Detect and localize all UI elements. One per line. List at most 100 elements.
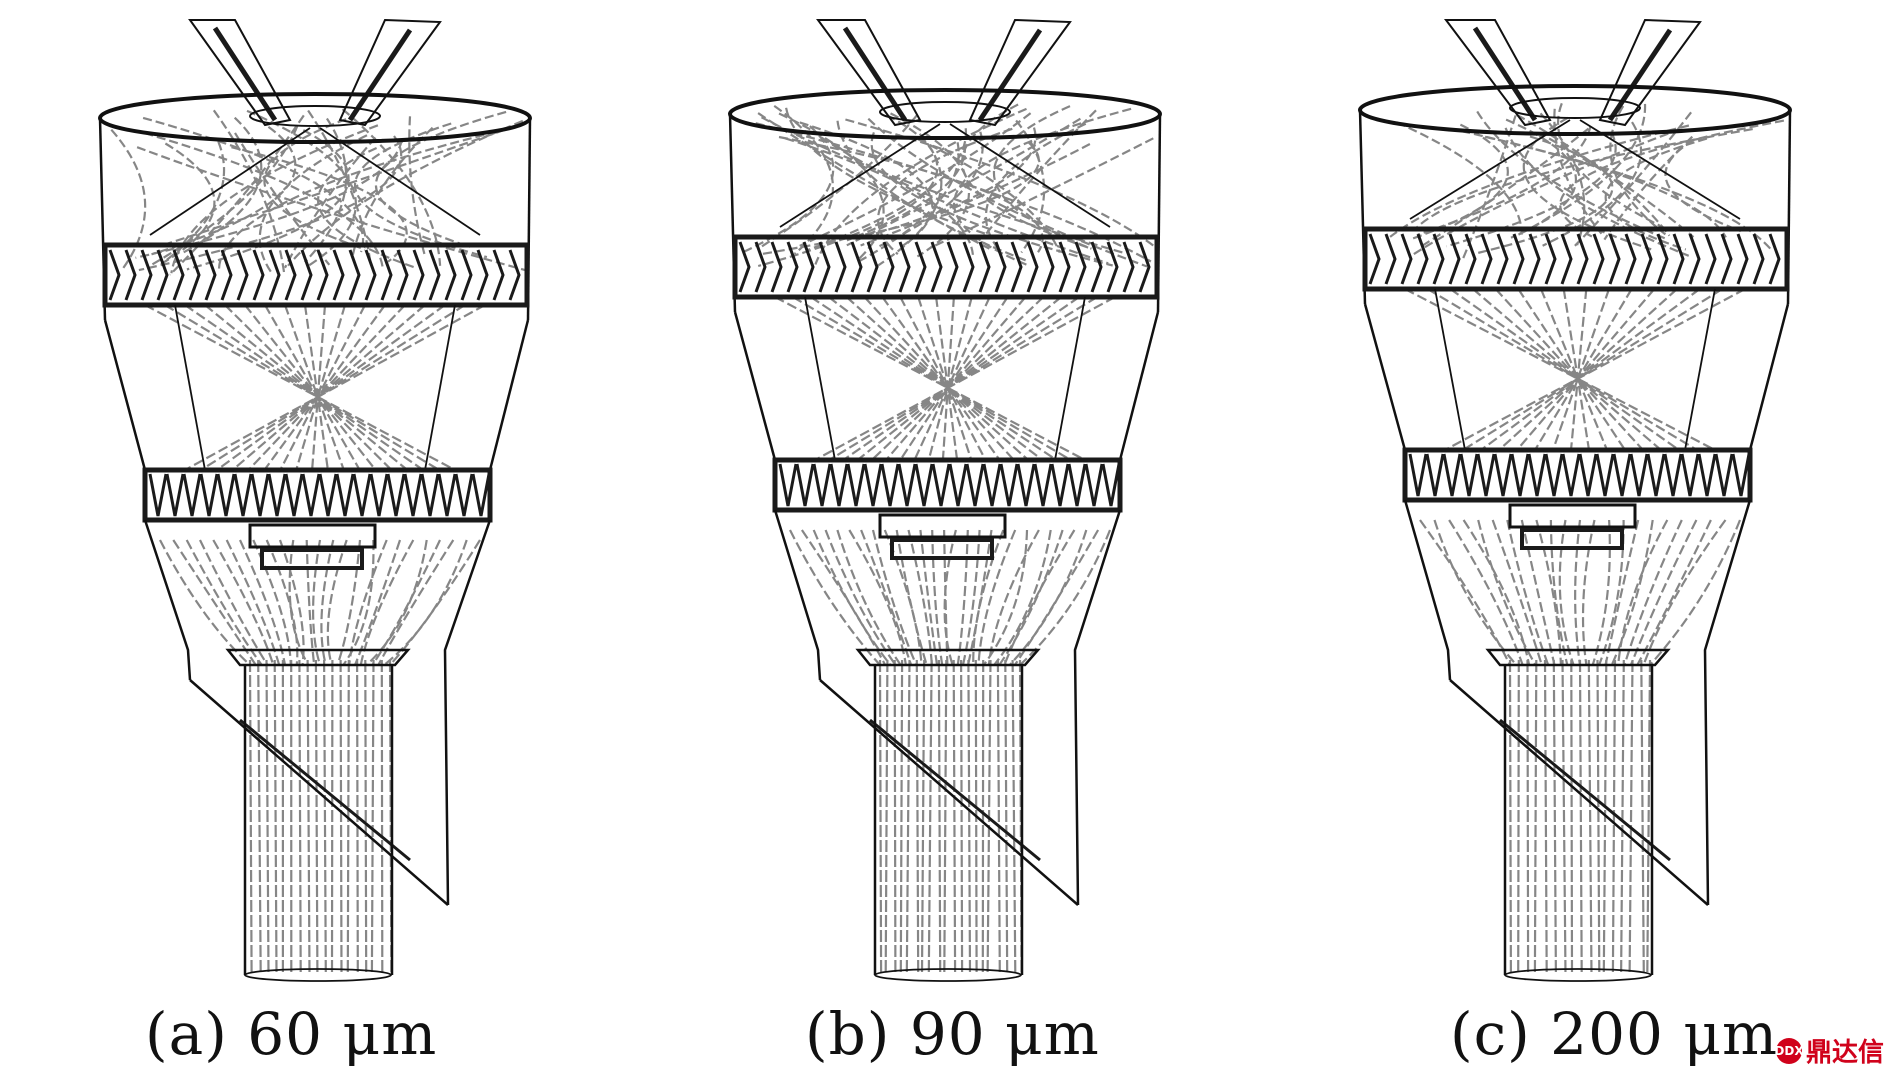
- trajectory-line: [935, 296, 959, 461]
- rotor-blade: [962, 241, 975, 293]
- rotor-blade: [284, 249, 297, 301]
- trajectory-line: [1477, 519, 1537, 666]
- trajectory-line: [1664, 138, 1742, 233]
- rotor-blade: [1010, 241, 1023, 293]
- trajectory-line: [1553, 108, 1603, 235]
- trajectory-line: [919, 529, 939, 666]
- trajectory-line: [359, 539, 415, 666]
- rotor-blade: [1656, 233, 1669, 285]
- rotor-blade: [108, 249, 121, 301]
- inlet-flow-left: [212, 26, 278, 122]
- inlet-pipe-left: [816, 19, 922, 127]
- trajectory-line: [814, 296, 1116, 461]
- rotor-blade: [1736, 233, 1749, 285]
- rotor-blade: [1384, 233, 1397, 285]
- trajectory-line: [353, 122, 488, 259]
- inner-cone-right: [949, 123, 1111, 228]
- rotor-blade: [1768, 233, 1781, 285]
- trajectory-line: [351, 126, 434, 257]
- rotor-blade: [999, 463, 1019, 507]
- trajectory-line: [927, 296, 973, 461]
- rotor-blade: [199, 473, 219, 517]
- trajectory-line: [799, 112, 1032, 247]
- trajectory-line: [996, 659, 1001, 976]
- trajectory-line: [800, 529, 887, 666]
- rotor-blade: [1510, 453, 1530, 497]
- rotor-blade: [1042, 241, 1055, 293]
- discharge-flow: [1499, 718, 1671, 862]
- discharge-slope: [819, 679, 1079, 906]
- rotor-blade: [335, 473, 355, 517]
- inlet-flow-right: [347, 28, 413, 122]
- inlet-pipe-left: [188, 19, 292, 127]
- rotor-blade: [1608, 233, 1621, 285]
- rotor-blade: [1544, 453, 1564, 497]
- rotor-blade: [738, 241, 751, 293]
- trajectory-line: [258, 134, 368, 273]
- rotor-blade: [444, 249, 457, 301]
- rotor-blade: [352, 473, 372, 517]
- rotor-band-lower: [1402, 447, 1753, 503]
- trajectory-line: [1570, 659, 1574, 976]
- rotor-blade: [148, 473, 168, 517]
- trajectory-line: [159, 124, 518, 248]
- trajectory-line: [212, 539, 275, 666]
- trajectory-line: [1543, 659, 1548, 976]
- cone-wall-left: [103, 319, 147, 471]
- inlet-flow-left: [1472, 26, 1538, 122]
- panel-c: (c) 200 μm: [1260, 0, 1890, 1079]
- rotor-blade: [1101, 463, 1121, 507]
- rotor-blade: [220, 249, 233, 301]
- trajectory-line: [1526, 659, 1530, 976]
- outlet-bottom: [874, 968, 1022, 982]
- trajectory-line: [257, 659, 262, 976]
- trajectory-line: [1008, 529, 1088, 666]
- trajectory-line: [1444, 288, 1746, 451]
- trajectory-line: [812, 529, 892, 666]
- rotor-blade: [754, 241, 767, 293]
- inlet-pipe-right: [338, 18, 442, 127]
- trajectory-line: [1516, 288, 1656, 451]
- rotor-blade: [172, 249, 185, 301]
- rotor-blade: [1663, 453, 1683, 497]
- rotor-blade: [403, 473, 423, 517]
- rotor-blade: [978, 241, 991, 293]
- inner-cone-right: [1579, 119, 1741, 220]
- rotor-blade: [1416, 233, 1429, 285]
- rotor-blade: [454, 473, 474, 517]
- trajectory-line: [263, 304, 386, 471]
- trajectory-line: [1569, 288, 1588, 451]
- trajectory-line: [1446, 131, 1617, 248]
- trajectory-line: [199, 539, 269, 666]
- trajectory-line: [110, 128, 147, 270]
- rotor-blade: [770, 241, 783, 293]
- trajectory-line: [810, 296, 1058, 461]
- rotor-blade: [1432, 233, 1445, 285]
- rotor-blade: [863, 463, 883, 507]
- rotor-blade: [386, 473, 406, 517]
- lower-cone-right: [1703, 499, 1752, 906]
- rotor-blade: [1527, 453, 1547, 497]
- trajectory-line: [953, 107, 1132, 266]
- trajectory-line: [317, 146, 416, 269]
- rotor-blade: [1640, 233, 1653, 285]
- collar-ring: [878, 513, 1007, 539]
- rotor-blade: [1646, 453, 1666, 497]
- trajectory-line: [956, 529, 969, 666]
- trajectory-line: [1617, 519, 1669, 666]
- outlet-flange: [855, 648, 1041, 667]
- rotor-blade: [1576, 233, 1589, 285]
- trajectory-line: [172, 539, 257, 666]
- trajectory-line: [217, 127, 510, 269]
- outlet-flange: [1485, 648, 1671, 667]
- trajectory-line: [981, 109, 1097, 240]
- rotor-blade: [948, 463, 968, 507]
- trajectory-line: [288, 539, 310, 666]
- trajectory-line: [231, 304, 426, 471]
- trajectory-line: [1427, 288, 1698, 451]
- rotor-blade: [1459, 453, 1479, 497]
- trajectory-line: [870, 132, 1113, 267]
- trajectory-line: [1552, 659, 1557, 976]
- rotor-blade: [1493, 453, 1513, 497]
- separator-diagram-b: [728, 18, 1162, 982]
